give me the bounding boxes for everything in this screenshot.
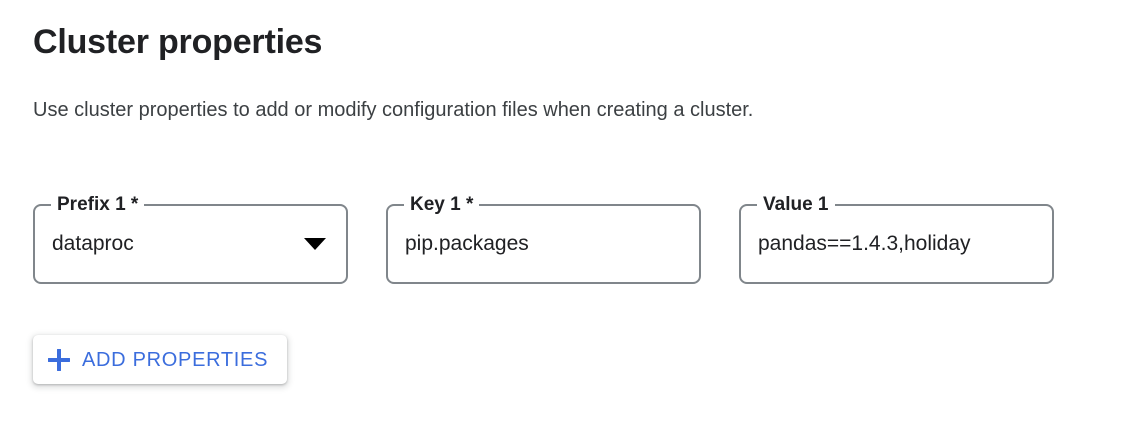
- add-properties-button[interactable]: ADD PROPERTIES: [33, 335, 288, 384]
- chevron-down-icon[interactable]: [304, 238, 326, 250]
- prefix-select-field[interactable]: Prefix 1 * dataproc: [33, 193, 348, 284]
- section-description: Use cluster properties to add or modify …: [33, 99, 754, 121]
- value-field-value: pandas==1.4.3,holiday: [758, 232, 971, 255]
- key-input-field[interactable]: Key 1 * pip.packages: [386, 193, 701, 284]
- add-properties-label: ADD PROPERTIES: [82, 348, 269, 371]
- value-input-field[interactable]: Value 1 pandas==1.4.3,holiday: [739, 193, 1054, 284]
- plus-icon: [48, 348, 70, 371]
- prefix-field-label: Prefix 1 *: [51, 193, 145, 217]
- value-field-label: Value 1: [757, 193, 835, 217]
- key-field-value: pip.packages: [405, 232, 529, 255]
- prefix-field-value: dataproc: [52, 232, 134, 255]
- key-field-label: Key 1 *: [404, 193, 480, 217]
- page-title: Cluster properties: [33, 23, 323, 61]
